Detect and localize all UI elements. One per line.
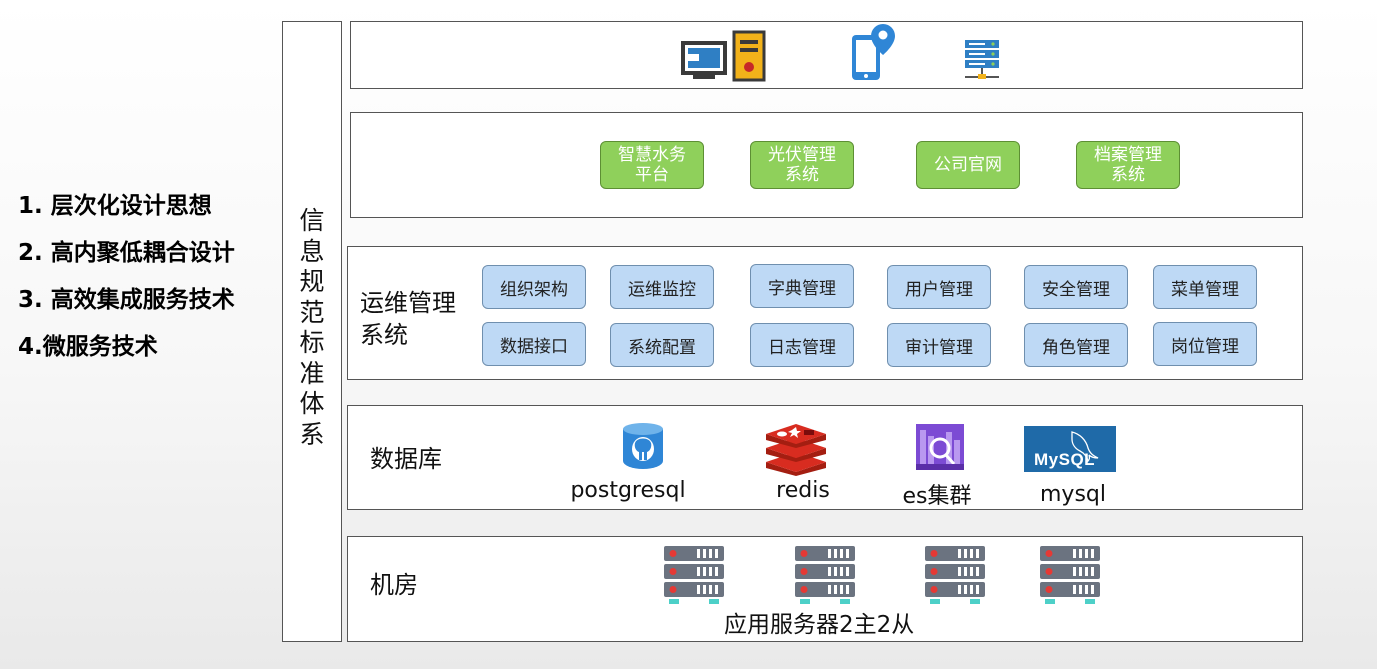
postgresql-icon (621, 421, 665, 471)
app-archive-system[interactable]: 档案管理 系统 (1076, 141, 1180, 189)
design-principles-list: 1. 层次化设计思想 2. 高内聚低耦合设计 3. 高效集成服务技术 4.微服务… (18, 183, 280, 371)
elasticsearch-icon (916, 424, 964, 470)
principle-item: 3. 高效集成服务技术 (18, 287, 235, 313)
module-system-config[interactable]: 系统配置 (610, 323, 714, 367)
server-icon (794, 545, 856, 607)
module-role[interactable]: 角色管理 (1024, 323, 1128, 367)
server-icon (663, 545, 725, 607)
module-ops-monitor[interactable]: 运维监控 (610, 265, 714, 309)
mysql-logo-text: MySQL (1034, 450, 1096, 469)
module-org-structure[interactable]: 组织架构 (482, 265, 586, 309)
machine-room-layer: 机房 (347, 536, 1303, 642)
module-user[interactable]: 用户管理 (887, 265, 991, 309)
database-layer: 数据库 postgresql redis (347, 405, 1303, 510)
machine-room-label: 机房 (370, 571, 418, 599)
postgresql-label: postgresql (570, 478, 686, 503)
app-photovoltaic-system[interactable]: 光伏管理 系统 (750, 141, 854, 189)
terminal-layer (350, 21, 1303, 89)
server-icon (1039, 545, 1101, 607)
module-position[interactable]: 岗位管理 (1153, 322, 1257, 366)
module-menu[interactable]: 菜单管理 (1153, 265, 1257, 309)
mysql-icon: MySQL (1024, 426, 1116, 472)
database-layer-label: 数据库 (370, 445, 442, 473)
principle-item: 4.微服务技术 (18, 334, 158, 360)
mobile-location-icon (849, 22, 899, 82)
mysql-label: mysql (1040, 482, 1106, 507)
ops-management-layer: 运维管理 系统 组织架构 运维监控 字典管理 用户管理 安全管理 菜单管理 数据… (347, 246, 1303, 380)
es-cluster-label: es集群 (902, 484, 972, 509)
desktop-computer-icon (679, 30, 771, 82)
principle-item: 2. 高内聚低耦合设计 (18, 240, 235, 266)
server-rack-icon (963, 38, 1001, 82)
server-icon (924, 545, 986, 607)
redis-label: redis (776, 478, 830, 503)
principle-item: 1. 层次化设计思想 (18, 193, 212, 219)
standards-system-label: 信 息 规 范 标 准 体 系 (299, 206, 325, 449)
standards-system-panel: 信 息 规 范 标 准 体 系 (282, 21, 342, 642)
module-audit[interactable]: 审计管理 (887, 323, 991, 367)
app-smart-water-platform[interactable]: 智慧水务 平台 (600, 141, 704, 189)
ops-layer-label: 运维管理 系统 (360, 289, 456, 349)
app-servers-caption: 应用服务器2主2从 (724, 612, 915, 638)
redis-icon (764, 424, 828, 476)
module-security[interactable]: 安全管理 (1024, 265, 1128, 309)
module-dictionary[interactable]: 字典管理 (750, 264, 854, 308)
module-data-interface[interactable]: 数据接口 (482, 322, 586, 366)
application-layer: 智慧水务 平台 光伏管理 系统 公司官网 档案管理 系统 (350, 112, 1303, 218)
module-log[interactable]: 日志管理 (750, 323, 854, 367)
app-company-website[interactable]: 公司官网 (916, 141, 1020, 189)
